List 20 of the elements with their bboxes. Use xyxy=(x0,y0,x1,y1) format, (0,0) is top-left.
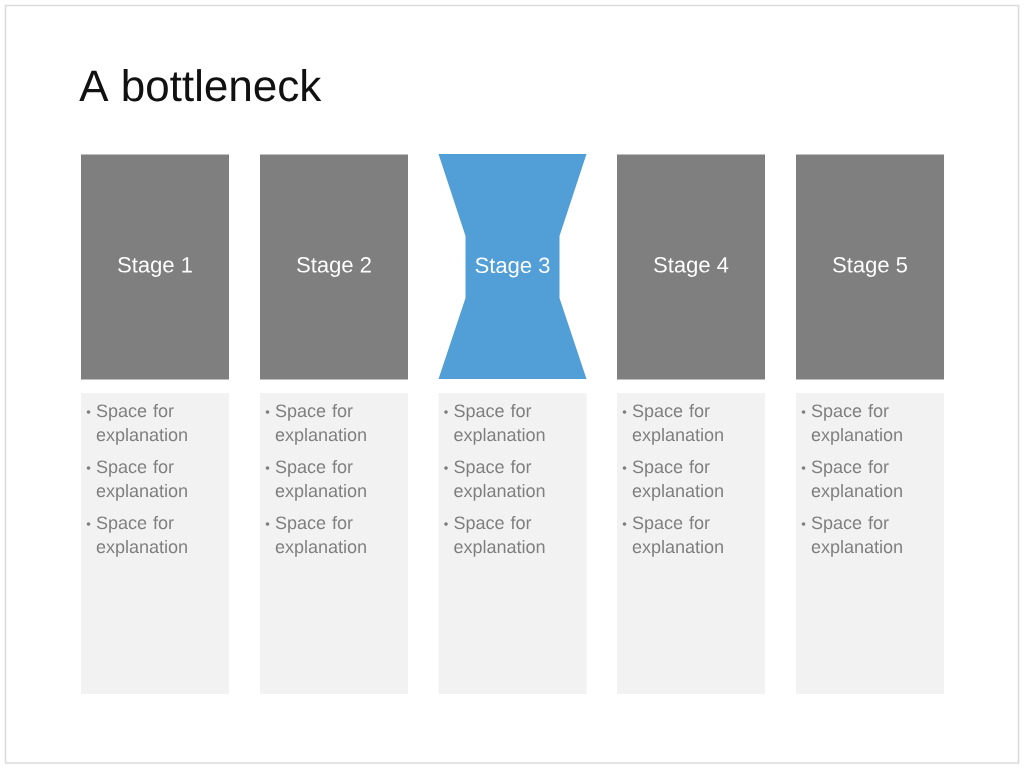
title: A bottleneck xyxy=(79,69,322,102)
bullet-text: Space for explanation xyxy=(632,459,723,501)
bullet-text: Space for explanation xyxy=(96,403,187,445)
stage-box: Stage 5 xyxy=(796,154,944,380)
stage-box: Stage 4 xyxy=(617,154,765,380)
stage-box: Stage 2 xyxy=(260,154,408,380)
bullet-text: Space for explanation xyxy=(275,403,366,445)
stage-box: Stage 1 xyxy=(81,154,229,380)
bullet-text: Space for explanation xyxy=(632,515,723,557)
bullet-text: Space for explanation xyxy=(454,403,545,445)
bullet-text: Space for explanation xyxy=(96,459,187,501)
bullet-text: Space for explanation xyxy=(811,515,902,557)
bullet-text: Space for explanation xyxy=(275,515,366,557)
bullet-text: Space for explanation xyxy=(811,459,902,501)
bullet-text: Space for explanation xyxy=(454,459,545,501)
bullet-text: Space for explanation xyxy=(632,403,723,445)
bullet-text: Space for explanation xyxy=(96,515,187,557)
bullet-text: Space for explanation xyxy=(811,403,902,445)
bullet-text: Space for explanation xyxy=(454,515,545,557)
bullet-text: Space for explanation xyxy=(275,459,366,501)
